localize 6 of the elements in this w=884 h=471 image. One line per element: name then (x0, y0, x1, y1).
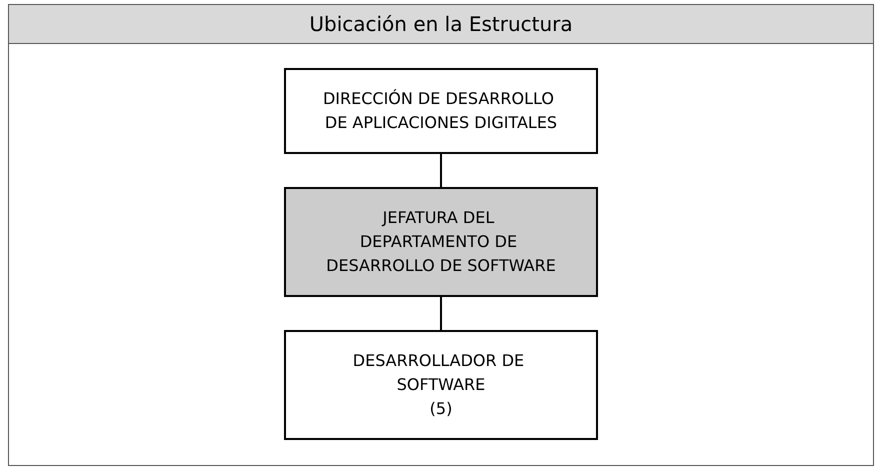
connector (440, 153, 442, 188)
title-band: Ubicación en la Estructura (9, 5, 873, 44)
connector (440, 296, 442, 331)
node-box: DESARROLLADOR DE SOFTWARE (5) (284, 330, 598, 440)
node-box: DIRECCIÓN DE DESARROLLO DE APLICACIONES DIGITALES (284, 68, 598, 154)
node-box: JEFATURA DEL DEPARTAMENTO DE DESARROLLO DE SOFTWARE (284, 187, 598, 297)
